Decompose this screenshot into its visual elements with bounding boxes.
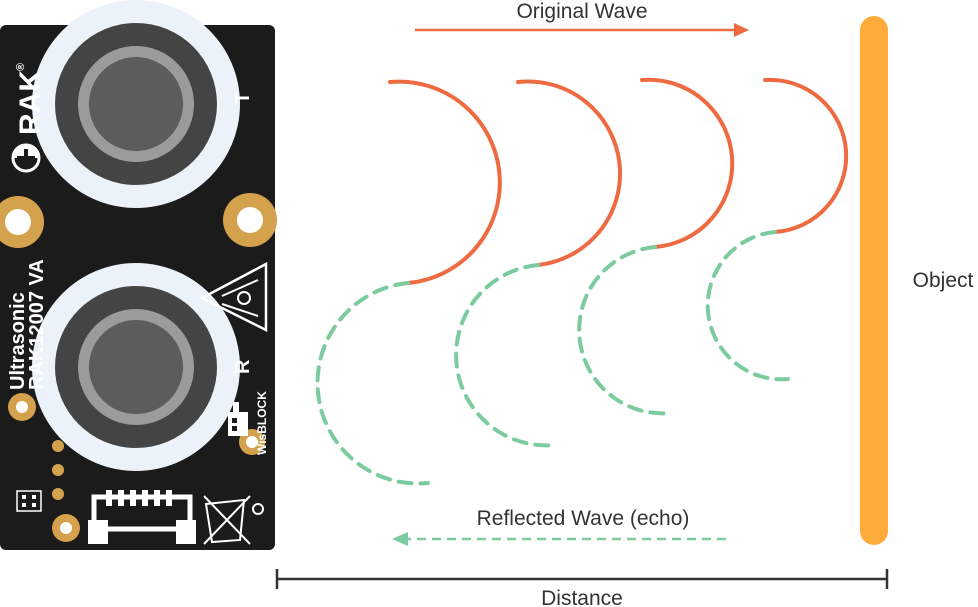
module-name: Ultrasonic — [7, 292, 29, 390]
sensor-board: RAK ® Ultrasonic RAK12007 VA T R — [0, 0, 277, 550]
original-wave-fronts — [388, 77, 849, 285]
reflected-wave-fronts — [315, 230, 790, 486]
receiver-transducer — [32, 263, 240, 471]
reflected-wave-label: Reflected Wave (echo) — [477, 507, 690, 530]
reflected-wavefront — [315, 281, 430, 486]
original-wavefront — [763, 77, 849, 234]
svg-text:T: T — [232, 92, 254, 104]
esd-warning-icon — [199, 261, 268, 333]
module-name-line1: Ultrasonic — [7, 292, 29, 390]
module-model: RAK12007 VA — [26, 259, 48, 390]
transmitter-mark: T — [232, 92, 254, 104]
weee-bin-icon — [203, 495, 264, 545]
trademark-mark: ® — [15, 63, 27, 71]
header-pins — [52, 440, 64, 500]
small-pad — [8, 393, 36, 421]
module-name-line2: RAK12007 VA — [26, 259, 48, 390]
object-label: Object — [913, 269, 974, 292]
distance-group: Distance — [275, 569, 889, 607]
reflected-wavefront — [577, 245, 672, 416]
svg-text:R: R — [232, 359, 254, 374]
jumper-icon — [16, 490, 42, 512]
transmitter-transducer — [32, 0, 240, 208]
reflected-wavefront — [454, 263, 557, 448]
reflected-wavefront — [705, 230, 790, 382]
rak-brand: RAK ® — [14, 63, 47, 135]
original-wavefront — [516, 79, 623, 267]
original-wavefront — [640, 77, 735, 249]
series-label: WisBLOCK — [255, 391, 269, 455]
reflected-wave-label-group: Reflected Wave (echo) — [392, 507, 726, 546]
receiver-mark: R — [232, 359, 254, 374]
mounting-pad — [223, 193, 277, 247]
reflected-wave-arrowhead-icon — [392, 532, 408, 546]
wisblock-icon — [228, 402, 248, 436]
original-wave-label: Original Wave — [516, 0, 647, 23]
distance-label: Distance — [541, 587, 623, 607]
original-wave-arrowhead-icon — [734, 23, 749, 37]
mounting-pad — [0, 196, 44, 248]
svg-text:WisBLOCK: WisBLOCK — [255, 391, 269, 455]
small-pad — [52, 514, 80, 542]
object-group: Object — [860, 16, 974, 545]
object-bar — [860, 16, 888, 545]
original-wavefront — [388, 79, 502, 285]
original-wave-label-group: Original Wave — [415, 0, 749, 37]
rak-logo-icon — [11, 143, 41, 173]
board-connector — [88, 490, 196, 544]
brand-text: RAK — [14, 70, 47, 135]
